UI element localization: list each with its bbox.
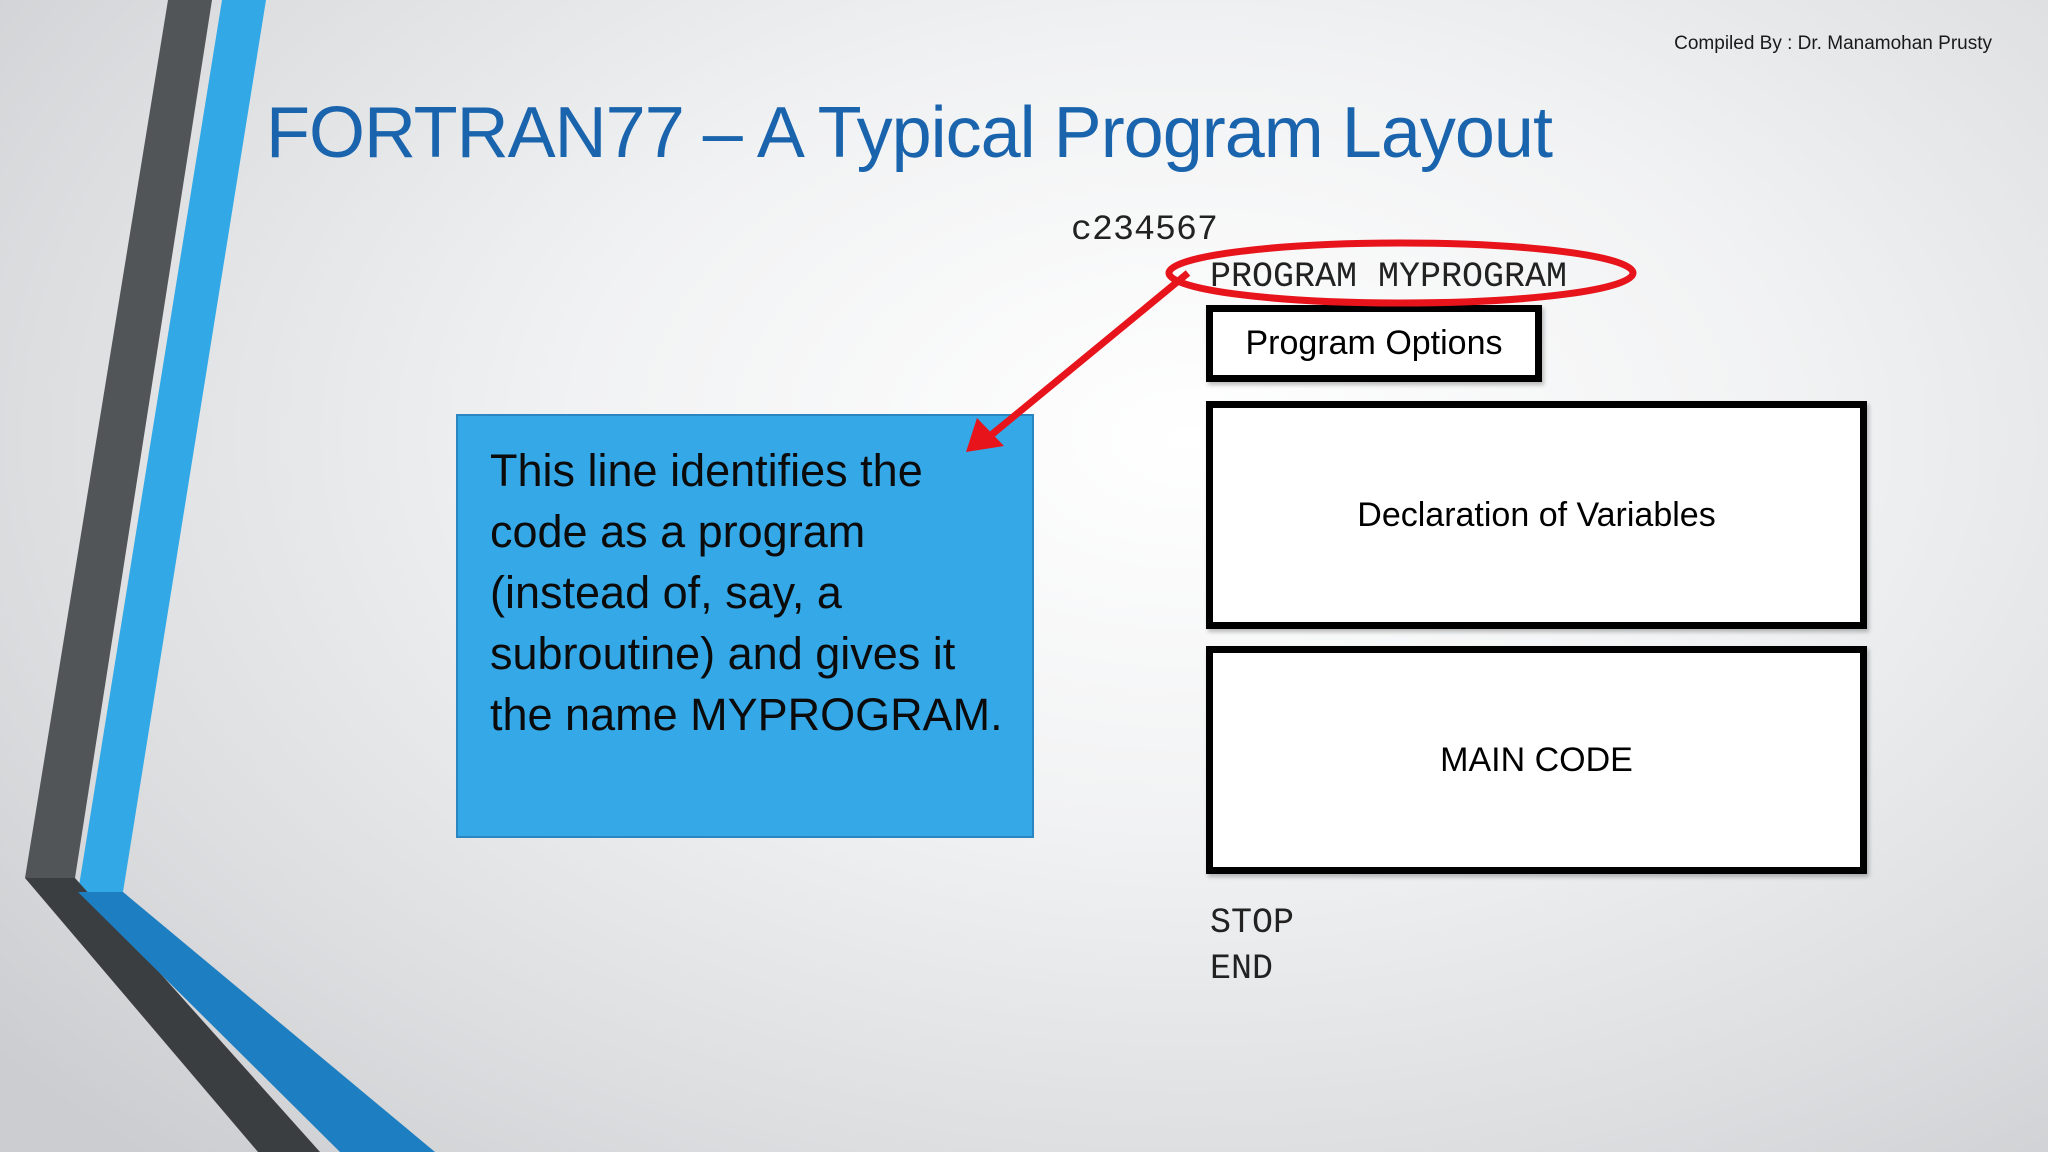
program-statement: PROGRAM MYPROGRAM: [1210, 257, 1568, 297]
callout-text: This line identifies the code as a progr…: [490, 445, 1003, 740]
main-code-box: MAIN CODE: [1206, 646, 1867, 874]
dark-stripe: [25, 0, 212, 878]
dark-diagonal: [25, 878, 320, 1152]
blue-diagonal: [78, 892, 435, 1152]
light-blue-stripe: [78, 0, 266, 892]
declaration-label: Declaration of Variables: [1357, 495, 1716, 534]
explanation-callout: This line identifies the code as a progr…: [456, 414, 1034, 838]
main-code-label: MAIN CODE: [1440, 740, 1633, 779]
end-statement: END: [1210, 949, 1274, 989]
declaration-box: Declaration of Variables: [1206, 401, 1867, 629]
credit-text: Compiled By : Dr. Manamohan Prusty: [1674, 33, 1992, 54]
column-ruler: c234567: [1071, 210, 1219, 250]
stop-statement: STOP: [1210, 903, 1295, 943]
program-options-label: Program Options: [1245, 324, 1503, 362]
program-options-box: Program Options: [1206, 305, 1542, 382]
slide-title: FORTRAN77 – A Typical Program Layout: [266, 93, 1553, 173]
